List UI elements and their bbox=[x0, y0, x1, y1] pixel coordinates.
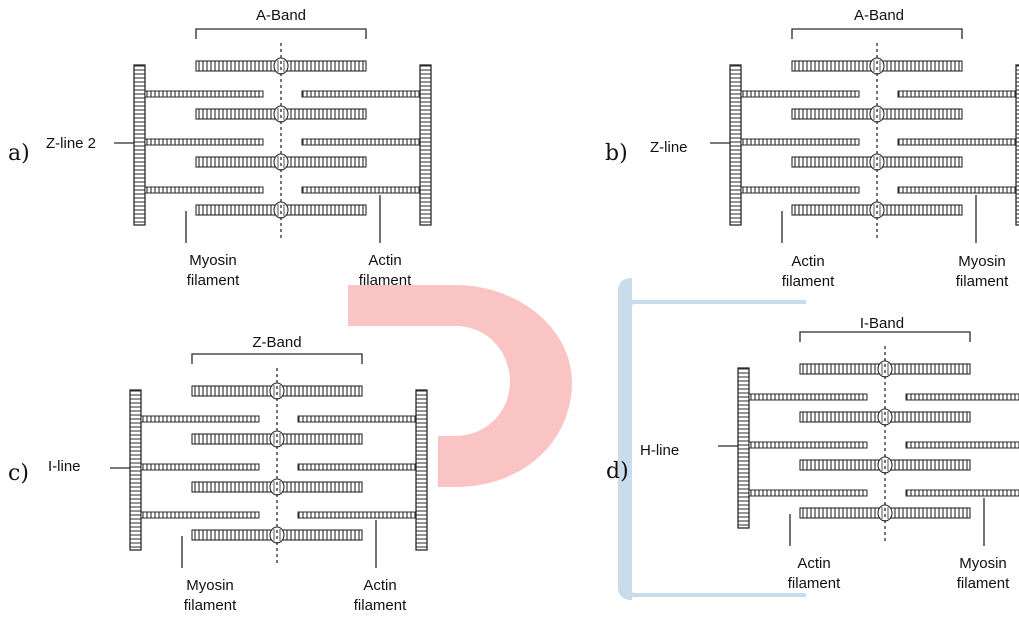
svg-text:Actin: Actin bbox=[791, 253, 824, 270]
decor-blue-tab bbox=[618, 278, 632, 600]
panel-c: c) Z-Band I-line Myosin filament Actin f… bbox=[8, 334, 427, 614]
band-label-c: Z-Band bbox=[252, 334, 301, 351]
option-label-c: c) bbox=[8, 461, 29, 486]
option-label-d: d) bbox=[606, 459, 629, 484]
panel-b: b) A-Band Z-line Actin filament Myosin f… bbox=[605, 7, 1019, 290]
option-label-b: b) bbox=[605, 141, 628, 166]
bottom-right-label-b: Myosin filament bbox=[956, 253, 1009, 290]
bottom-left-label-c: Myosin filament bbox=[184, 577, 237, 614]
band-label-b: A-Band bbox=[854, 7, 904, 24]
svg-text:Actin: Actin bbox=[363, 577, 396, 594]
svg-text:Myosin: Myosin bbox=[959, 555, 1007, 572]
svg-text:filament: filament bbox=[184, 597, 237, 614]
svg-text:filament: filament bbox=[957, 575, 1010, 592]
svg-text:Myosin: Myosin bbox=[958, 253, 1006, 270]
svg-text:filament: filament bbox=[782, 273, 835, 290]
side-label-c: I-line bbox=[48, 458, 81, 475]
bottom-right-label-c: Actin filament bbox=[354, 577, 407, 614]
panel-a: a) A-Band Z-line 2 Myosin filament Actin… bbox=[8, 7, 431, 289]
side-label-b: Z-line bbox=[650, 139, 688, 156]
bottom-left-label-b: Actin filament bbox=[782, 253, 835, 290]
svg-text:Myosin: Myosin bbox=[189, 252, 237, 269]
svg-text:Actin: Actin bbox=[797, 555, 830, 572]
svg-text:filament: filament bbox=[187, 272, 240, 289]
side-label-a: Z-line 2 bbox=[46, 135, 96, 152]
side-label-d: H-line bbox=[640, 442, 679, 459]
svg-text:filament: filament bbox=[788, 575, 841, 592]
bottom-right-label-d: Myosin filament bbox=[957, 555, 1010, 592]
panel-d: d) I-Band H-line Actin filament Myosin f… bbox=[606, 315, 1019, 592]
svg-text:filament: filament bbox=[956, 273, 1009, 290]
option-label-a: a) bbox=[8, 141, 30, 166]
bottom-left-label-d: Actin filament bbox=[788, 555, 841, 592]
svg-text:Actin: Actin bbox=[368, 252, 401, 269]
bottom-right-label-a: Actin filament bbox=[359, 252, 412, 289]
decor-red-arc bbox=[348, 285, 572, 487]
svg-text:filament: filament bbox=[354, 597, 407, 614]
bottom-left-label-a: Myosin filament bbox=[187, 252, 240, 289]
band-label-a: A-Band bbox=[256, 7, 306, 24]
svg-text:filament: filament bbox=[359, 272, 412, 289]
svg-text:Myosin: Myosin bbox=[186, 577, 234, 594]
band-label-d: I-Band bbox=[860, 315, 904, 332]
